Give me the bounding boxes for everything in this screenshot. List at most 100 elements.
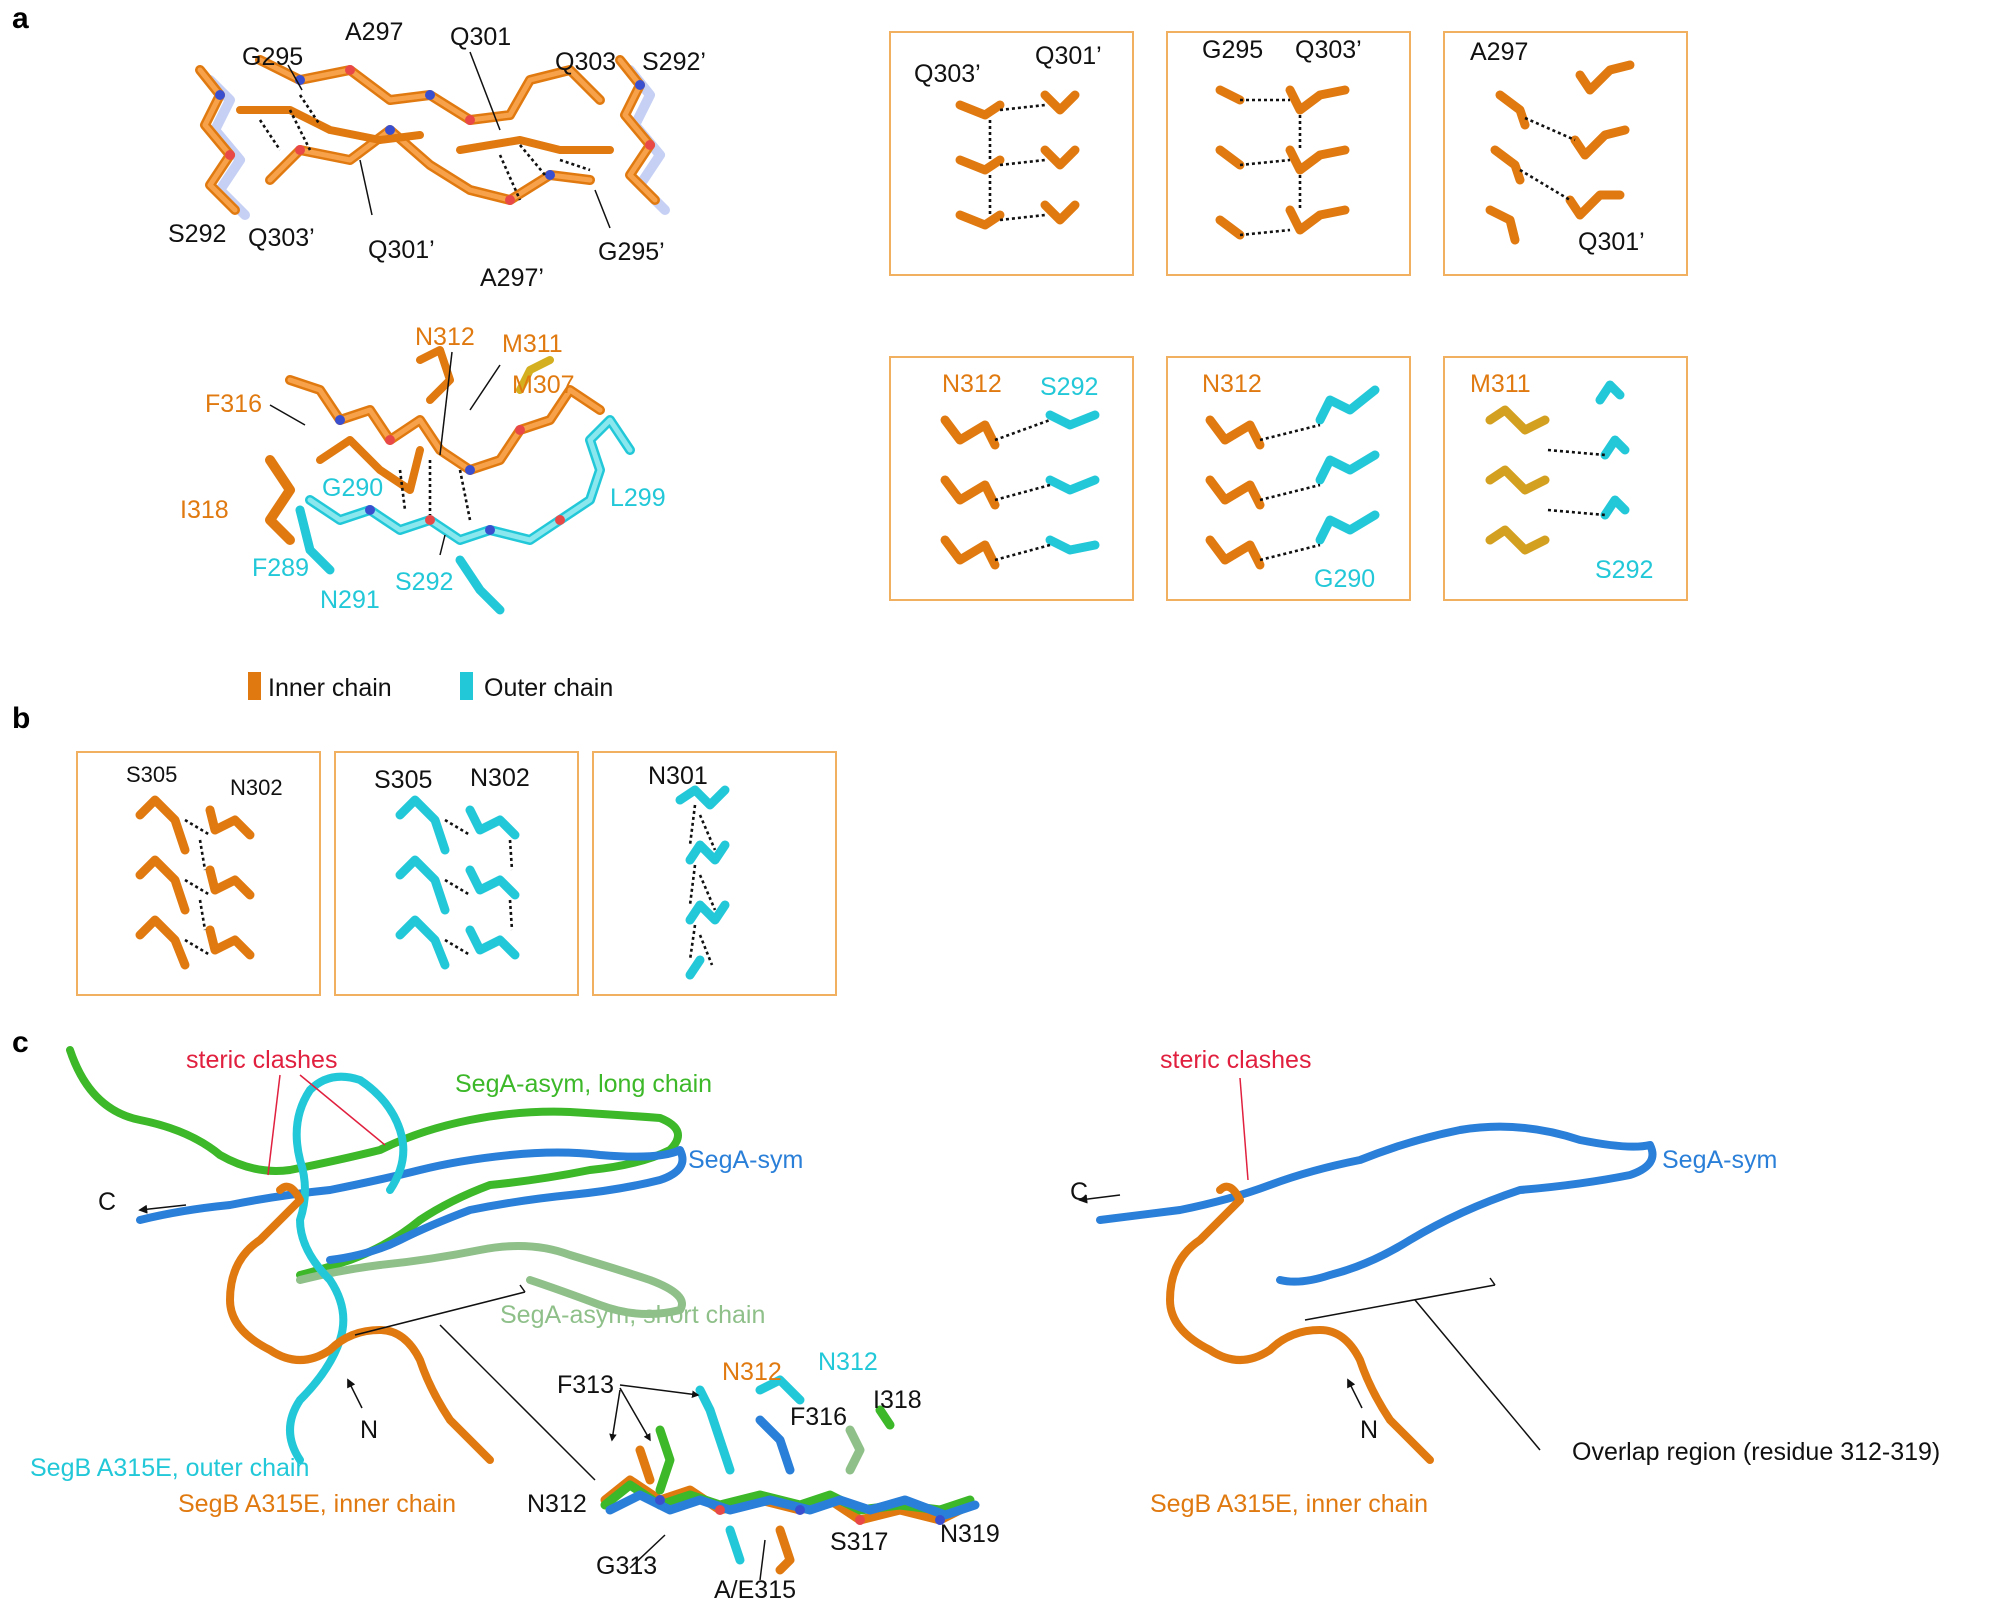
label-g295: G295 [242,43,303,71]
label-n-terminus: N [360,1416,378,1444]
panel-a-bottom-structure: N312 M311 M307 F316 I318 G290 L299 F289 … [180,323,666,615]
label-steric-clashes: steric clashes [186,1046,337,1074]
label-n291: N291 [320,586,380,614]
label-steric-clashes-right: steric clashes [1160,1046,1311,1074]
panel-a-top-inset-1: Q303’ Q301’ [889,31,1134,276]
panel-a-bottom-inset-2: N312 G290 [1166,356,1411,601]
sega-sym-trace-right [1096,1122,1657,1286]
label-segb-inner-right: SegB A315E, inner chain [1150,1490,1428,1518]
inset-label: Q303’ [1295,36,1362,64]
label-a297p: A297’ [480,264,544,292]
inset-label: S292 [1040,373,1098,401]
inset-label: N301 [648,762,708,790]
label-q301p: Q301’ [368,236,435,264]
label-m307: M307 [512,371,575,399]
label-n312: N312 [415,323,475,351]
inset-label: G295 [1202,36,1263,64]
label-i318: I318 [873,1386,922,1414]
overlap-bracket [1304,1277,1496,1321]
label-q303p: Q303’ [248,224,315,252]
inset-label: N302 [230,775,283,800]
panel-b-inset-2: S305 N302 [334,751,579,996]
legend-outer-label: Outer chain [484,674,613,702]
h-bonds [258,94,591,201]
panel-a-top-inset-2: G295 Q303’ [1166,31,1411,276]
label-n312-orange: N312 [722,1358,782,1386]
label-l299: L299 [610,484,666,512]
legend-swatch-outer [460,672,473,700]
segb-inner-chain-trace [226,1182,494,1464]
label-m311: M311 [502,330,563,358]
stick-model-orange [195,55,670,220]
inset-label: S305 [126,762,177,787]
legend-swatch-inner [248,672,261,700]
zoom-pointer [439,1324,596,1481]
label-c-terminus: C [98,1188,116,1216]
panel-letter-b: b [12,702,30,735]
label-ae315: A/E315 [714,1576,796,1600]
panel-c-left-overlay [66,1046,687,1464]
overlap-bracket [354,1284,526,1336]
label-n312: N312 [527,1490,587,1518]
clash-pointer [299,1074,386,1146]
label-s292: S292 [395,568,453,596]
inset-label: M311 [1470,370,1531,398]
label-sega-asym-short: SegA-asym, short chain [500,1301,765,1329]
label-segb-inner: SegB A315E, inner chain [178,1490,456,1518]
inset-label: N302 [470,764,530,792]
inset-label: S292 [1595,556,1653,584]
label-g313: G313 [596,1552,657,1580]
inset-label: S305 [374,766,432,794]
panel-a-bottom-inset-1: N312 S292 [889,356,1134,601]
label-s292: S292 [168,220,226,248]
panel-a-top-inset-3: A297 Q301’ [1443,31,1688,276]
c-terminus-arrow [138,1204,187,1214]
segb-inner-chain-trace-right [1166,1182,1434,1464]
panel-letter-c: c [12,1026,29,1059]
panel-c-zoom-superposition [600,1375,980,1575]
n-terminus-arrow [347,1378,363,1409]
label-n-terminus-right: N [1360,1416,1378,1444]
clash-pointer [1239,1077,1249,1181]
panel-letter-a: a [12,2,29,35]
sega-asym-short-chain-trace [296,1242,686,1318]
label-segb-outer: SegB A315E, outer chain [30,1454,309,1482]
leader-lines [269,351,501,556]
inset-label: N312 [1202,370,1262,398]
label-c-terminus-right: C [1070,1178,1088,1206]
sega-asym-long-chain-trace [66,1046,682,1279]
label-a297: A297 [345,18,403,46]
panel-b-inset-1: S305 N302 [76,751,321,996]
segb-outer-chain-trace [286,1072,408,1464]
label-sega-asym-long: SegA-asym, long chain [455,1070,712,1098]
panel-b-inset-3: N301 [592,751,837,996]
label-f316: F316 [790,1403,847,1431]
inset-label: Q303’ [914,60,981,88]
overlap-pointer [1414,1299,1541,1451]
label-sega-sym: SegA-sym [688,1146,803,1174]
label-q303: Q303 [555,48,616,76]
legend: Inner chain Outer chain [248,672,613,702]
label-g295p: G295’ [598,238,665,266]
label-sega-sym-right: SegA-sym [1662,1146,1777,1174]
label-f289: F289 [252,554,309,582]
clash-pointer [267,1074,281,1176]
panel-a-top-structure: G295 A297 Q301 Q303 S292’ S292 Q303’ Q30… [168,18,706,292]
inset-label: Q301’ [1035,42,1102,70]
label-q301: Q301 [450,23,511,51]
label-s292p: S292’ [642,48,706,76]
leader-lines [287,51,611,229]
zoom-leader-lines [609,1384,766,1581]
label-f316: F316 [205,390,262,418]
label-g290: G290 [322,474,383,502]
c-terminus-arrow [1078,1194,1121,1204]
inset-label: G290 [1314,565,1375,593]
label-n319: N319 [940,1520,1000,1548]
legend-inner-label: Inner chain [268,674,392,702]
panel-a-bottom-inset-3: M311 S292 [1443,356,1688,601]
label-overlap-region: Overlap region (residue 312-319) [1572,1438,1940,1466]
panel-c-right-overlay [1096,1122,1657,1464]
label-n312-cyan: N312 [818,1348,878,1376]
inset-label: Q301’ [1578,228,1645,256]
